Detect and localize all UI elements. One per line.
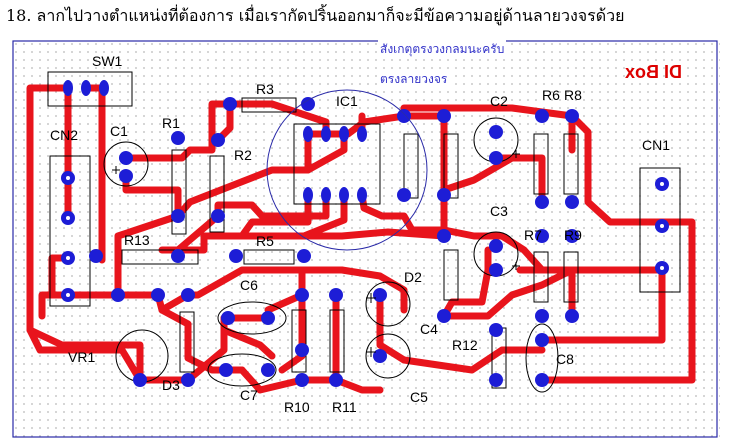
label-r7: R7: [524, 227, 542, 243]
grid-background: [12, 40, 720, 440]
label-c4: C4: [420, 321, 438, 337]
label-r2: R2: [234, 147, 252, 163]
label-cn1: CN1: [642, 137, 670, 153]
annotation-note-2: ตรงลายวงจร: [378, 70, 450, 89]
component-labels: SW1 CN2 C1 R1 R3 R2 IC1 C2 R6 R8 CN1 C3 …: [50, 53, 682, 415]
component-pads: [61, 80, 669, 387]
label-r12: R12: [452, 337, 478, 353]
label-sw1: SW1: [92, 53, 123, 69]
label-r6: R6: [542, 87, 560, 103]
label-c7: C7: [240, 387, 258, 403]
label-r9: R9: [564, 227, 582, 243]
label-r13: R13: [124, 232, 150, 248]
label-r11: R11: [332, 399, 357, 415]
label-r10: R10: [284, 399, 310, 415]
label-vr1: VR1: [68, 349, 95, 365]
label-cn2: CN2: [50, 127, 78, 143]
pcb-canvas[interactable]: SW1 CN2 C1 R1 R3 R2 IC1 C2 R6 R8 CN1 C3 …: [12, 40, 720, 440]
mirrored-board-text: DI Box: [625, 62, 682, 82]
pcb-board[interactable]: SW1 CN2 C1 R1 R3 R2 IC1 C2 R6 R8 CN1 C3 …: [12, 40, 720, 440]
silkscreen: [47, 71, 681, 393]
polarity-marks: [112, 150, 520, 357]
label-r3: R3: [256, 81, 274, 97]
label-ic1: IC1: [336, 93, 358, 109]
instruction-text: 18. ลากไปวางตำแหน่งที่ต้องการ เมื่อเรากั…: [6, 6, 625, 25]
label-c1: C1: [110, 123, 128, 139]
label-r1: R1: [162, 115, 180, 131]
label-c6: C6: [240, 277, 258, 293]
highlight-circle: [266, 89, 428, 251]
label-d3: D3: [162, 377, 180, 393]
label-c5: C5: [410, 389, 428, 405]
annotation-note-1: สังเกตุตรงวงกลมนะครับ: [378, 40, 507, 59]
board-outline: [12, 40, 718, 438]
label-c8: C8: [556, 351, 574, 367]
label-r5: R5: [256, 233, 274, 249]
label-r8: R8: [564, 87, 582, 103]
label-c2: C2: [490, 93, 508, 109]
label-c3: C3: [490, 203, 508, 219]
label-d2: D2: [404, 269, 422, 285]
pad-holes: [66, 176, 664, 297]
